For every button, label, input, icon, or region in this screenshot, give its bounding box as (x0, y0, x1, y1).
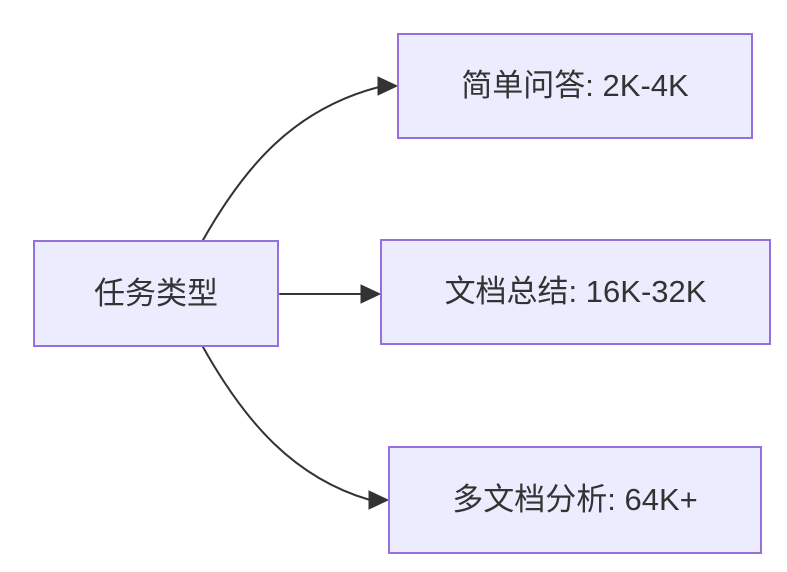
node-task-type-label: 任务类型 (94, 275, 218, 311)
node-doc-summary: 文档总结: 16K-32K (380, 239, 771, 345)
edge-task-type-to-simple-qa (202, 86, 380, 241)
arrowhead-simple-qa-icon (377, 76, 399, 96)
node-simple-qa: 简单问答: 2K-4K (397, 33, 753, 139)
node-task-type: 任务类型 (33, 240, 279, 347)
edge-task-type-to-multi-doc (202, 346, 371, 501)
arrowhead-doc-summary-icon (360, 284, 382, 304)
node-multi-doc-label: 多文档分析: 64K+ (452, 482, 698, 518)
arrowhead-multi-doc-icon (368, 490, 390, 510)
node-multi-doc: 多文档分析: 64K+ (388, 446, 762, 554)
node-doc-summary-label: 文档总结: 16K-32K (444, 274, 707, 310)
node-simple-qa-label: 简单问答: 2K-4K (461, 68, 689, 104)
